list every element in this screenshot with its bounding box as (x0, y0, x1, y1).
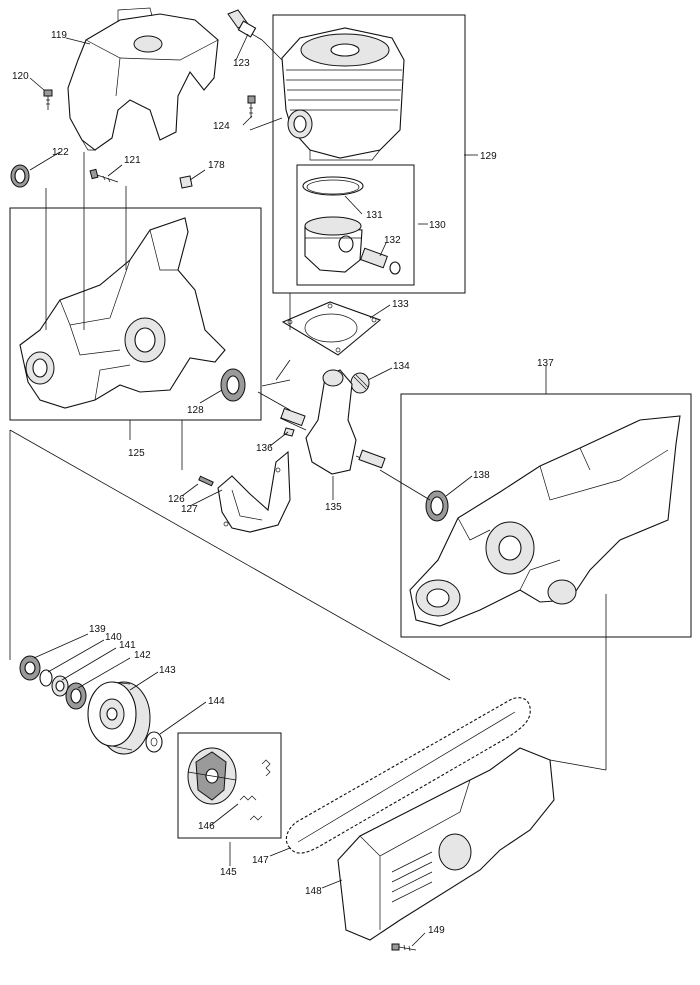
washer-140-part (39, 669, 53, 687)
bearing-139-part (19, 655, 41, 681)
crankcase-half-137-part (409, 415, 681, 627)
fan-housing-cover-part (67, 7, 219, 151)
clip-178-part (179, 175, 193, 189)
leader-lines (9, 33, 607, 947)
label-143: 143 (159, 665, 176, 676)
label-130: 130 (429, 220, 446, 231)
bearing-128-part (220, 368, 246, 402)
label-144: 144 (208, 696, 225, 707)
bearing-142-part (65, 682, 87, 710)
label-136: 136 (256, 443, 273, 454)
needle-bearing-134-part (350, 372, 370, 394)
bolt-121-part (89, 168, 119, 183)
oil-seal-122-part (10, 164, 30, 188)
label-149: 149 (428, 925, 445, 936)
bolt-124-part (247, 95, 256, 118)
part-labels: 119 120 121 122 123 124 125 126 127 128 … (12, 30, 554, 936)
washer-141-part (51, 675, 69, 697)
label-134: 134 (393, 361, 410, 372)
label-139: 139 (89, 624, 106, 635)
label-121: 121 (124, 155, 141, 166)
label-127: 127 (181, 504, 198, 515)
label-129: 129 (480, 151, 497, 162)
drive-belt-147-part (285, 697, 531, 854)
bearing-138-part (425, 490, 449, 522)
screw-149-part (391, 943, 417, 952)
pin-126-part (198, 475, 214, 487)
crankcase-part (19, 217, 226, 409)
label-147: 147 (252, 855, 269, 866)
label-142: 142 (134, 650, 151, 661)
piston-pin-132-part (360, 247, 401, 275)
piston-group-frame (296, 164, 415, 286)
label-125: 125 (128, 448, 145, 459)
screw-120-part (43, 89, 53, 110)
label-128: 128 (187, 405, 204, 416)
label-178: 178 (208, 160, 225, 171)
label-137: 137 (537, 358, 554, 369)
label-123: 123 (233, 58, 250, 69)
label-119: 119 (51, 30, 67, 41)
label-133: 133 (392, 299, 409, 310)
label-131: 131 (366, 210, 383, 221)
piston-ring-131-part (302, 176, 364, 196)
label-126: 126 (168, 494, 185, 505)
label-140: 140 (105, 632, 122, 643)
crankshaft-135-part (279, 369, 386, 475)
belt-guard-148-part (337, 747, 555, 941)
gasket-133-part (281, 301, 382, 356)
label-148: 148 (305, 886, 322, 897)
cylinder-group-frame (272, 14, 466, 294)
piston-part (304, 216, 363, 273)
label-138: 138 (473, 470, 490, 481)
label-145: 145 (220, 867, 237, 878)
crankcase-group-frame (9, 207, 262, 421)
label-132: 132 (384, 235, 401, 246)
label-122: 122 (52, 147, 69, 158)
label-141: 141 (119, 640, 136, 651)
bracket-127-part (217, 450, 291, 533)
key-136-part (283, 427, 295, 437)
clutch-group-frame (177, 732, 282, 839)
spark-plug-123-part (227, 9, 263, 41)
label-124: 124 (213, 121, 230, 132)
label-135: 135 (325, 502, 342, 513)
pulley-drum-143-part (87, 681, 151, 755)
cylinder-129-part (281, 27, 405, 161)
label-120: 120 (12, 71, 29, 82)
spring-146-part (239, 759, 271, 821)
washer-144-part (145, 731, 163, 753)
clutch-145-part (187, 747, 237, 805)
label-146: 146 (198, 821, 215, 832)
